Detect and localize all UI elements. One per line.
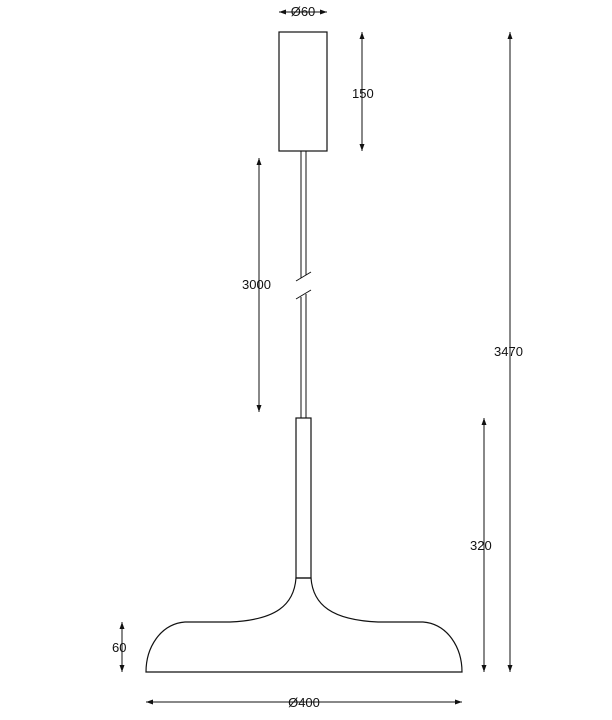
- shade-height-label: 60: [112, 640, 126, 655]
- canopy-height-label: 150: [352, 86, 374, 101]
- canopy-diameter-label: Ø60: [291, 4, 316, 19]
- canopy: [278, 31, 328, 152]
- lamp-stem: [295, 417, 312, 579]
- suspension-cable: [295, 151, 312, 418]
- cable-length-dimension: 3000: [242, 158, 271, 412]
- total-height-label: 3470: [494, 344, 523, 359]
- lamp-shade: [145, 577, 463, 673]
- total-height-dimension: 3470: [494, 32, 523, 672]
- shade-diameter-dimension: Ø400: [146, 695, 462, 710]
- cable-length-label: 3000: [242, 277, 271, 292]
- shade-diameter-label: Ø400: [288, 695, 320, 710]
- canopy-diameter-dimension: Ø60: [279, 4, 327, 19]
- canopy-height-dimension: 150: [352, 32, 374, 151]
- shade-height-dimension: 60: [112, 622, 126, 672]
- lamp-height-label: 320: [470, 538, 492, 553]
- lamp-height-dimension: 320: [470, 418, 492, 672]
